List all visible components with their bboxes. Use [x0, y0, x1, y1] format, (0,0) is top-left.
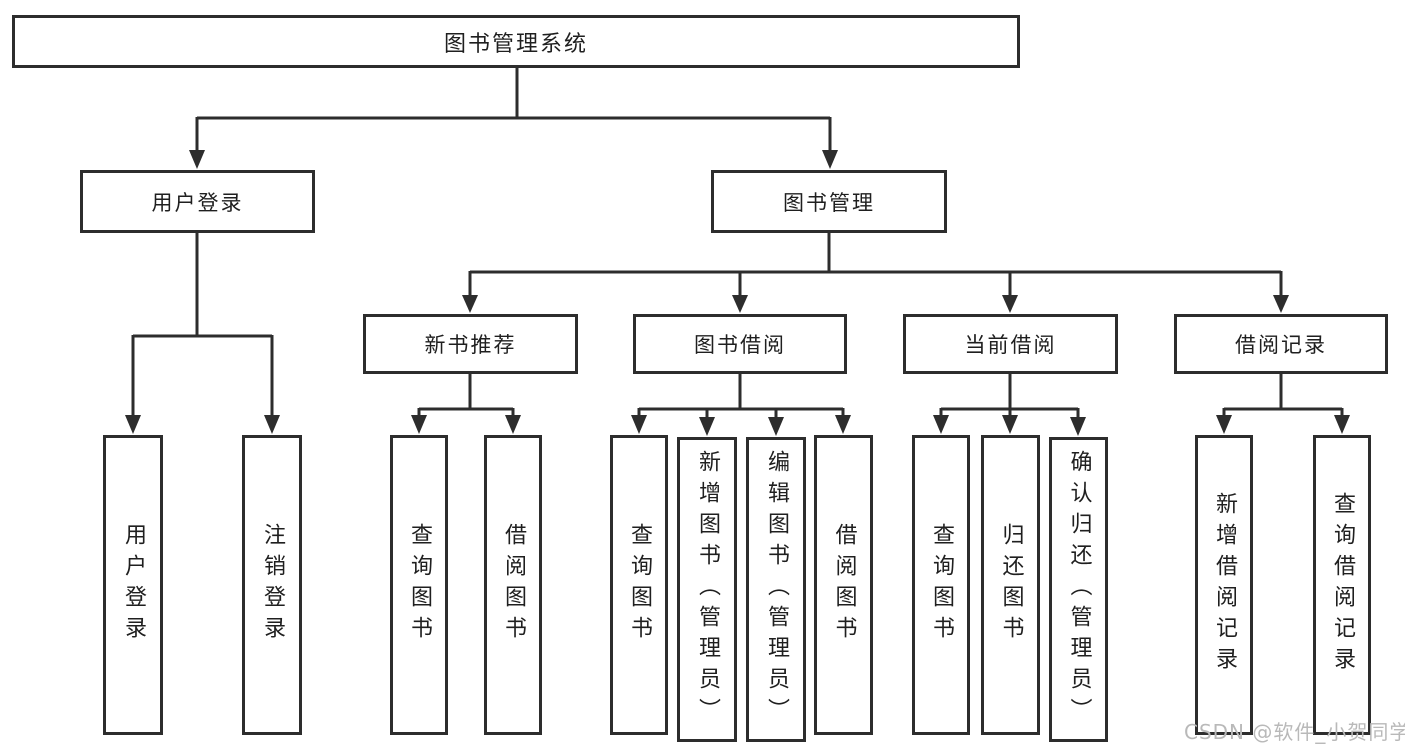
node-label: 当前借阅	[964, 333, 1057, 357]
leaf-label: 查询图书	[407, 523, 432, 647]
node-label: 图书管理	[783, 190, 875, 215]
leaf-label: 用户登录	[121, 523, 146, 647]
leaf-user-login: 用户登录	[103, 435, 163, 735]
leaf-label: 查询借阅记录	[1330, 492, 1355, 678]
node-new-book-recommend: 新书推荐	[363, 314, 578, 374]
leaf-borrow-books: 借阅图书	[814, 435, 873, 735]
node-label: 用户登录	[151, 190, 244, 215]
node-label: 新书推荐	[424, 333, 517, 357]
node-user-login-branch: 用户登录	[80, 170, 315, 233]
leaf-query-borrow-record: 查询借阅记录	[1313, 435, 1371, 735]
node-current-borrow: 当前借阅	[903, 314, 1118, 374]
leaf-label: 查询图书	[627, 523, 652, 647]
node-borrow-records: 借阅记录	[1174, 314, 1388, 374]
leaf-label: 查询图书	[929, 523, 954, 647]
leaf-add-books-admin: 新增图书（管理员）	[677, 437, 737, 742]
arrowheads	[125, 150, 1350, 436]
node-book-management-branch: 图书管理	[711, 170, 947, 233]
csdn-watermark: CSDN @软件_小贺同学	[1184, 720, 1405, 744]
leaf-query-books-current: 查询图书	[912, 435, 970, 735]
leaf-label: 新增借阅记录	[1212, 492, 1237, 678]
leaf-confirm-return-admin: 确认归还（管理员）	[1049, 437, 1108, 742]
node-label: 借阅记录	[1235, 333, 1327, 357]
leaf-label: 借阅图书	[501, 523, 526, 647]
leaf-label: 确认归还（管理员）	[1066, 450, 1092, 729]
node-root-library-system: 图书管理系统	[12, 15, 1020, 68]
leaf-query-books-borrow: 查询图书	[610, 435, 668, 735]
leaf-return-books: 归还图书	[981, 435, 1040, 735]
leaf-borrow-books-recommend: 借阅图书	[484, 435, 542, 735]
node-book-borrow: 图书借阅	[633, 314, 847, 374]
leaf-label: 归还图书	[998, 523, 1024, 647]
leaf-query-books-recommend: 查询图书	[390, 435, 448, 735]
leaf-label: 借阅图书	[831, 523, 857, 647]
node-label: 图书借阅	[694, 333, 786, 357]
leaf-label: 注销登录	[260, 523, 285, 647]
leaf-label: 编辑图书（管理员）	[764, 450, 789, 729]
leaf-label: 新增图书（管理员）	[695, 450, 720, 729]
node-root-label: 图书管理系统	[443, 31, 588, 57]
leaf-edit-books-admin: 编辑图书（管理员）	[746, 437, 806, 742]
leaf-add-borrow-record: 新增借阅记录	[1195, 435, 1253, 735]
leaf-logout: 注销登录	[242, 435, 302, 735]
